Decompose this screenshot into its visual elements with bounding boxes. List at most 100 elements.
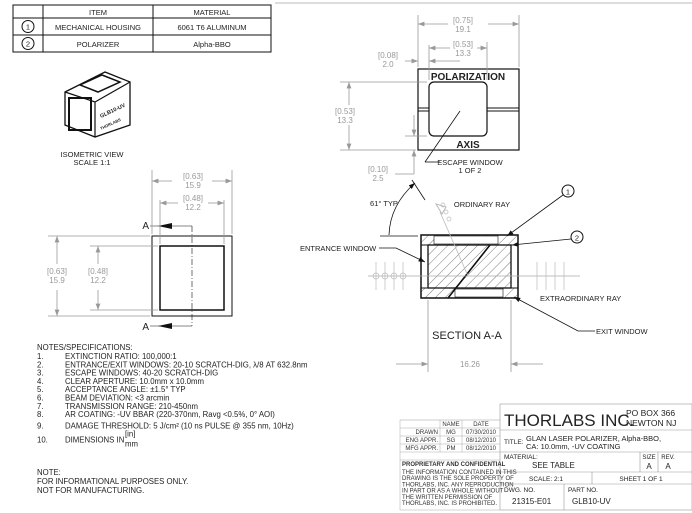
bom-row-material: Alpha-BBO bbox=[193, 40, 231, 49]
front-view: A A [0.63] 15.9 [0.48] 12.2 [0.63] 15.9 … bbox=[47, 170, 233, 333]
title-block: THORLABS INC. PO BOX 366 NEWTON NJ TITLE… bbox=[399, 403, 692, 511]
proprietary-line: DRAWING IS THE SOLE PROPERTY OF bbox=[402, 476, 514, 482]
dim-window-height-mm: 13.3 bbox=[337, 116, 353, 125]
section-a-a: 61° TYP ORDINARY RAY ENTRANCE WINDOW EXT… bbox=[300, 179, 648, 372]
top-view: POLARIZATION AXIS ESCAPE WINDOW 1 OF 2 [… bbox=[335, 15, 520, 183]
dim-window-height-in: [0.53] bbox=[335, 107, 355, 116]
dim-width-mm: 15.9 bbox=[185, 181, 201, 190]
balloon-1 bbox=[561, 184, 575, 198]
notes-heading: NOTES/SPECIFICATIONS: bbox=[37, 343, 133, 352]
approval-role: MFG APPR. bbox=[405, 446, 438, 452]
polarization-label: POLARIZATION bbox=[431, 72, 505, 83]
dim-width-in: [0.63] bbox=[183, 172, 203, 181]
scale-value: SCALE: 2:1 bbox=[529, 476, 563, 483]
dim-inner-height-mm: 12.2 bbox=[90, 276, 106, 285]
note-number: 5. bbox=[37, 385, 44, 394]
sheet-value: SHEET 1 OF 1 bbox=[619, 476, 663, 483]
dim-window-width-in: [0.53] bbox=[453, 40, 473, 49]
section-mark-top: A bbox=[142, 221, 149, 232]
escape-window-label: ESCAPE WINDOW bbox=[437, 158, 503, 167]
size-label: SIZE bbox=[642, 455, 655, 461]
dim-section-length: 16.26 bbox=[460, 360, 481, 369]
note-number: 9. bbox=[37, 421, 44, 430]
proprietary-line: THE INFORMATION CONTAINED IN THIS bbox=[402, 470, 517, 476]
note-number: 7. bbox=[37, 402, 44, 411]
title-label: TITLE: bbox=[504, 439, 524, 446]
dim-top-width-in: [0.75] bbox=[453, 16, 473, 25]
note-text: AR COATING: -UV BBAR (220-370nm, Ravg <0… bbox=[65, 410, 275, 419]
extraordinary-ray-label: EXTRAORDINARY RAY bbox=[540, 294, 621, 303]
note-text: BEAM DEVIATION: <3 arcmin bbox=[65, 394, 170, 403]
company-name: THORLABS INC. bbox=[504, 411, 634, 430]
dim-top-width-mm: 19.1 bbox=[455, 25, 471, 34]
note-unit-inch: [in] bbox=[125, 430, 135, 439]
approvals-header-name: NAME bbox=[442, 422, 459, 428]
approval-role: DRAWN bbox=[416, 430, 438, 436]
note-text: CLEAR APERTURE: 10.0mm x 10.0mm bbox=[65, 377, 204, 386]
drawing-title-line2: CA: 10.0mm, -UV COATING bbox=[526, 442, 621, 451]
proprietary-heading: PROPRIETARY AND CONFIDENTIAL bbox=[402, 462, 506, 468]
note-heading: NOTE: bbox=[37, 468, 61, 477]
proprietary-line: THORLABS, INC. ANY REPRODUCTION bbox=[402, 482, 514, 488]
balloon-1 bbox=[21, 20, 35, 33]
dim-offset-in: [0.08] bbox=[378, 51, 398, 60]
approval-name: MG bbox=[446, 430, 456, 436]
iso-view-scale: SCALE 1:1 bbox=[73, 158, 110, 167]
company-city: NEWTON NJ bbox=[626, 418, 676, 428]
part-no-label: PART NO. bbox=[568, 487, 598, 494]
approvals-header-date: DATE bbox=[473, 422, 489, 428]
approval-date: 08/12/2010 bbox=[466, 446, 497, 452]
entrance-window-label: ENTRANCE WINDOW bbox=[300, 244, 377, 253]
note-line: FOR INFORMATIONAL PURPOSES ONLY. bbox=[37, 477, 188, 486]
note-text: ACCEPTANCE ANGLE: ±1.5° TYP bbox=[65, 385, 186, 394]
bom-row-num: 1 bbox=[26, 23, 30, 32]
material-label: MATERIAL: bbox=[504, 454, 538, 461]
note-number: 8. bbox=[37, 410, 44, 419]
part-no-value: GLB10-UV bbox=[572, 497, 611, 506]
note-number: 6. bbox=[37, 394, 44, 403]
bom-row-item: MECHANICAL HOUSING bbox=[55, 23, 141, 32]
note-text: DAMAGE THRESHOLD: 5 J/cm² (10 ns PULSE @… bbox=[65, 421, 294, 430]
bom-header-material: MATERIAL bbox=[194, 8, 231, 17]
angle-label: 61° TYP bbox=[370, 199, 398, 208]
iso-view-title: ISOMETRIC VIEW bbox=[61, 150, 125, 159]
dwg-no-label: DWG. NO. bbox=[504, 487, 535, 494]
proprietary-line: THE WRITTEN PERMISSION OF bbox=[402, 495, 493, 501]
bom-header-item: ITEM bbox=[89, 8, 107, 17]
section-title: SECTION A-A bbox=[432, 330, 502, 342]
note-line: NOT FOR MANUFACTURING. bbox=[37, 486, 144, 495]
bom-table: ITEM MATERIAL 1 MECHANICAL HOUSING 6061 … bbox=[12, 4, 272, 53]
material-value: SEE TABLE bbox=[532, 461, 575, 470]
dim-edge-in: [0.10] bbox=[368, 165, 388, 174]
isometric-view: GLB10-UV THORLABS ISOMETRIC VIEW SCALE 1… bbox=[61, 71, 131, 167]
axis-label: AXIS bbox=[456, 140, 480, 151]
bom-row-material: 6061 T6 ALUMINUM bbox=[177, 23, 246, 32]
company-address: PO BOX 366 bbox=[626, 408, 675, 418]
approval-role: ENG APPR. bbox=[406, 438, 439, 444]
note-unit-mm: mm bbox=[125, 440, 138, 449]
note-text: DIMENSIONS IN bbox=[65, 436, 124, 445]
bom-row-num: 2 bbox=[26, 40, 30, 49]
dim-inner-width-in: [0.48] bbox=[183, 194, 203, 203]
exit-window-label: EXIT WINDOW bbox=[596, 327, 648, 336]
drawing-title: GLAN LASER POLARIZER, Alpha-BBO, bbox=[526, 434, 661, 443]
bom-row-item: POLARIZER bbox=[77, 40, 120, 49]
rev-value: A bbox=[665, 462, 671, 471]
note-number: 10. bbox=[37, 436, 48, 445]
dim-height-in: [0.63] bbox=[47, 267, 67, 276]
rev-label: REV. bbox=[661, 455, 675, 461]
size-value: A bbox=[646, 462, 652, 471]
escape-window-count: 1 OF 2 bbox=[459, 166, 482, 175]
section-mark-bottom: A bbox=[142, 322, 149, 333]
dim-inner-height-in: [0.48] bbox=[88, 267, 108, 276]
balloon-2 bbox=[570, 230, 584, 244]
note-number: 1. bbox=[37, 352, 44, 361]
note-text: ENTRANCE/EXIT WINDOWS: 20-10 SCRATCH-DIG… bbox=[65, 360, 307, 369]
ordinary-ray-label: ORDINARY RAY bbox=[454, 200, 510, 209]
approval-date: 07/30/2010 bbox=[466, 430, 497, 436]
approval-name: SG bbox=[447, 438, 456, 444]
note-number: 4. bbox=[37, 377, 44, 386]
balloon-2 bbox=[21, 37, 35, 50]
proprietary-line: THORLABS, INC. IS PROHIBITED. bbox=[402, 501, 497, 507]
